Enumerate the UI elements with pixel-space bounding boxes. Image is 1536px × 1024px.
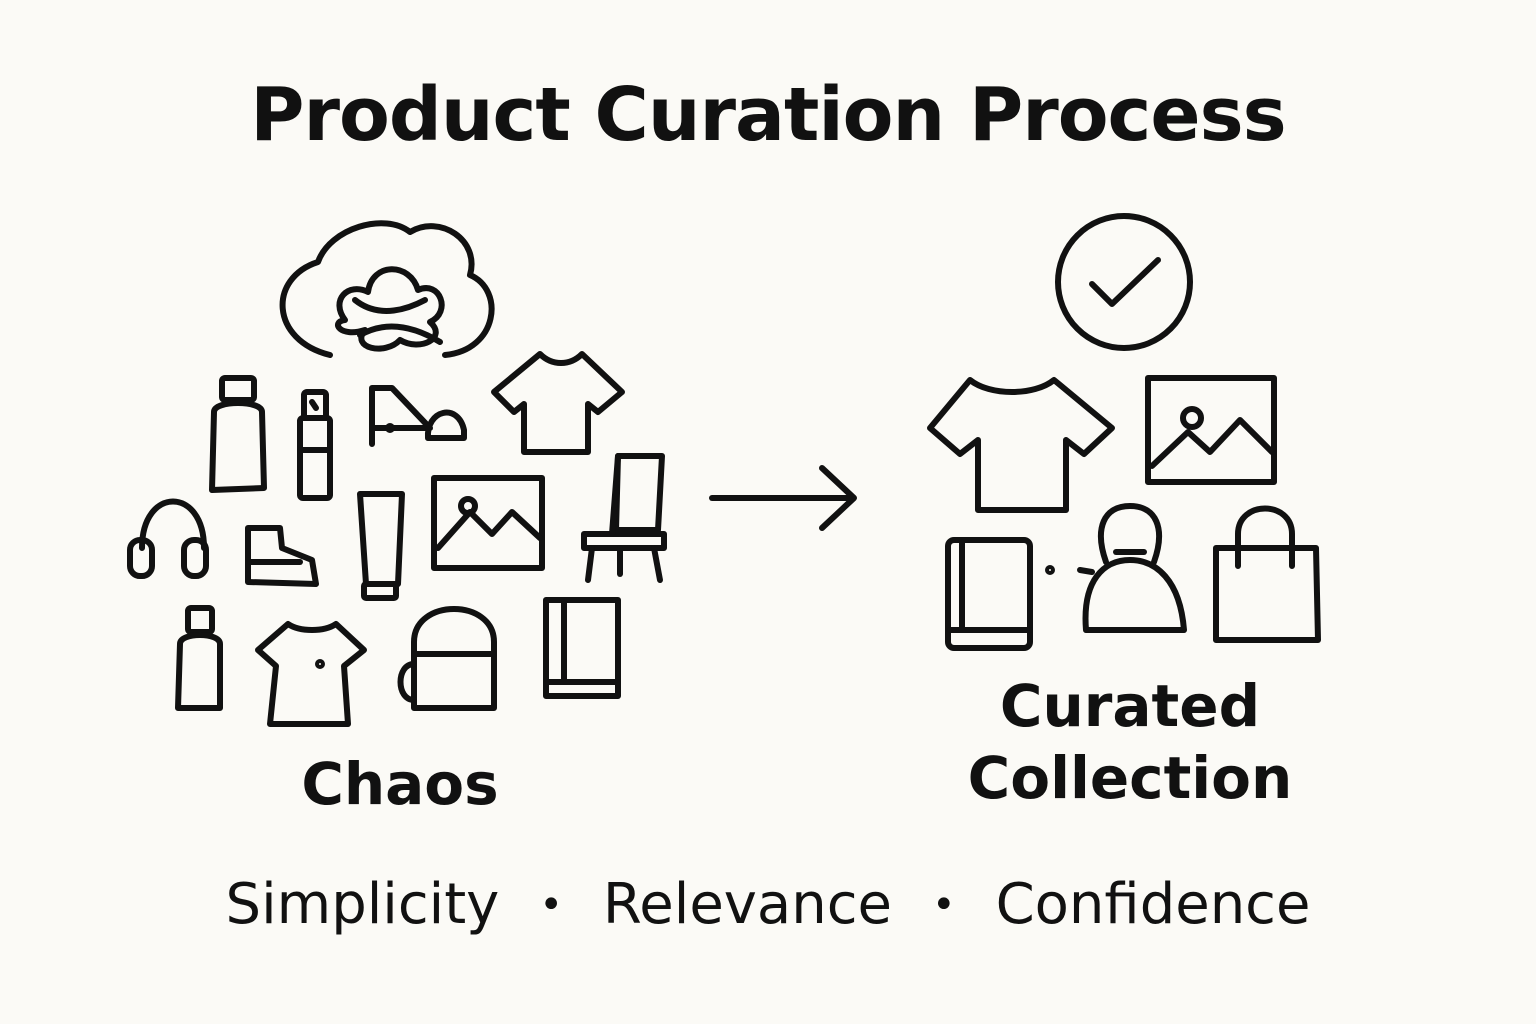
dress-icon <box>255 621 367 727</box>
chair-icon <box>581 453 667 583</box>
separator-dot: • <box>931 881 956 928</box>
curated-label-line1: Curated <box>999 672 1261 740</box>
value-confidence: Confidence <box>995 872 1311 937</box>
separator-dot: • <box>539 881 563 928</box>
pennant-shapes-icon <box>369 385 467 447</box>
value-relevance: Relevance <box>602 872 892 937</box>
dot-icon <box>1045 565 1055 575</box>
curated-collection-label: Curated Collection <box>920 670 1340 814</box>
tshirt-icon <box>927 377 1115 513</box>
shoe-icon <box>245 525 319 587</box>
shopping-bag-icon <box>1213 505 1321 643</box>
curated-label-line2: Collection <box>967 744 1293 812</box>
tshirt-icon <box>491 351 625 455</box>
cloud-tangle-icon <box>279 220 495 358</box>
lipstick-icon <box>297 389 333 501</box>
book-icon <box>543 597 621 699</box>
arrow-right-icon <box>709 465 857 531</box>
chaos-label: Chaos <box>301 750 499 818</box>
values-row: Simplicity • Relevance • Confidence <box>0 872 1536 937</box>
bottle-icon <box>209 375 267 493</box>
kettlebell-icon <box>1077 503 1187 633</box>
picture-icon <box>431 475 545 571</box>
tube-icon <box>357 491 405 601</box>
backpack-icon <box>397 606 497 711</box>
small-bottle-icon <box>175 605 223 711</box>
checkmark-circle-icon <box>1055 213 1193 351</box>
book-icon <box>945 537 1033 651</box>
picture-icon <box>1145 375 1277 485</box>
page-title: Product Curation Process <box>250 72 1286 158</box>
value-simplicity: Simplicity <box>225 872 500 937</box>
headphones-icon <box>127 498 209 579</box>
